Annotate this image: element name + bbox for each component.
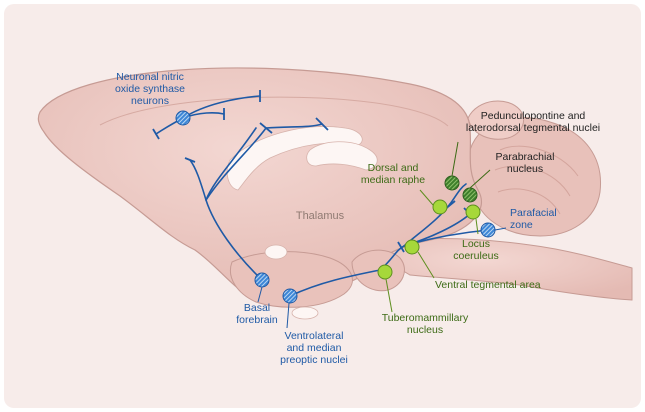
vlpo-label: Ventrolateral and median preoptic nuclei — [280, 330, 348, 366]
tmn-label: Tuberomammillary nucleus — [381, 312, 469, 336]
nnos-label: Neuronal nitric oxide synthase neurons — [114, 71, 186, 107]
locus-node — [465, 204, 481, 220]
ppt-ldt-node-2 — [462, 187, 478, 203]
cortex-boundary — [99, 96, 449, 127]
nnos-node — [175, 110, 191, 126]
brainstem — [358, 238, 633, 301]
leader-lines — [257, 141, 507, 329]
raphe-node — [432, 199, 448, 215]
optic-chiasm — [291, 306, 319, 320]
vta-label: Ventral tegmental area — [435, 279, 541, 291]
ventricle — [306, 141, 378, 171]
ppt-ldt-node-1 — [444, 175, 460, 191]
vta-node — [404, 239, 420, 255]
nodes — [175, 110, 496, 304]
vlpo-node — [282, 288, 298, 304]
thalamus-label: Thalamus — [295, 210, 345, 222]
tmn-node — [377, 264, 393, 280]
parafacial-label: Parafacial zone — [510, 207, 557, 231]
colliculus — [467, 100, 524, 140]
locus-label: Locus coeruleus — [453, 238, 499, 262]
parabrachial-label: Parabrachial nucleus — [495, 151, 555, 175]
anterior-commissure — [264, 244, 288, 260]
basal-forebrain-label: Basal forebrain — [236, 302, 278, 326]
basal-forebrain-node — [254, 272, 270, 288]
parafacial-node — [480, 222, 496, 238]
ppt-ldt-label: Pedunculopontine and laterodorsal tegmen… — [465, 110, 601, 134]
raphe-label: Dorsal and median raphe — [360, 162, 426, 186]
hypothalamus — [230, 251, 353, 308]
